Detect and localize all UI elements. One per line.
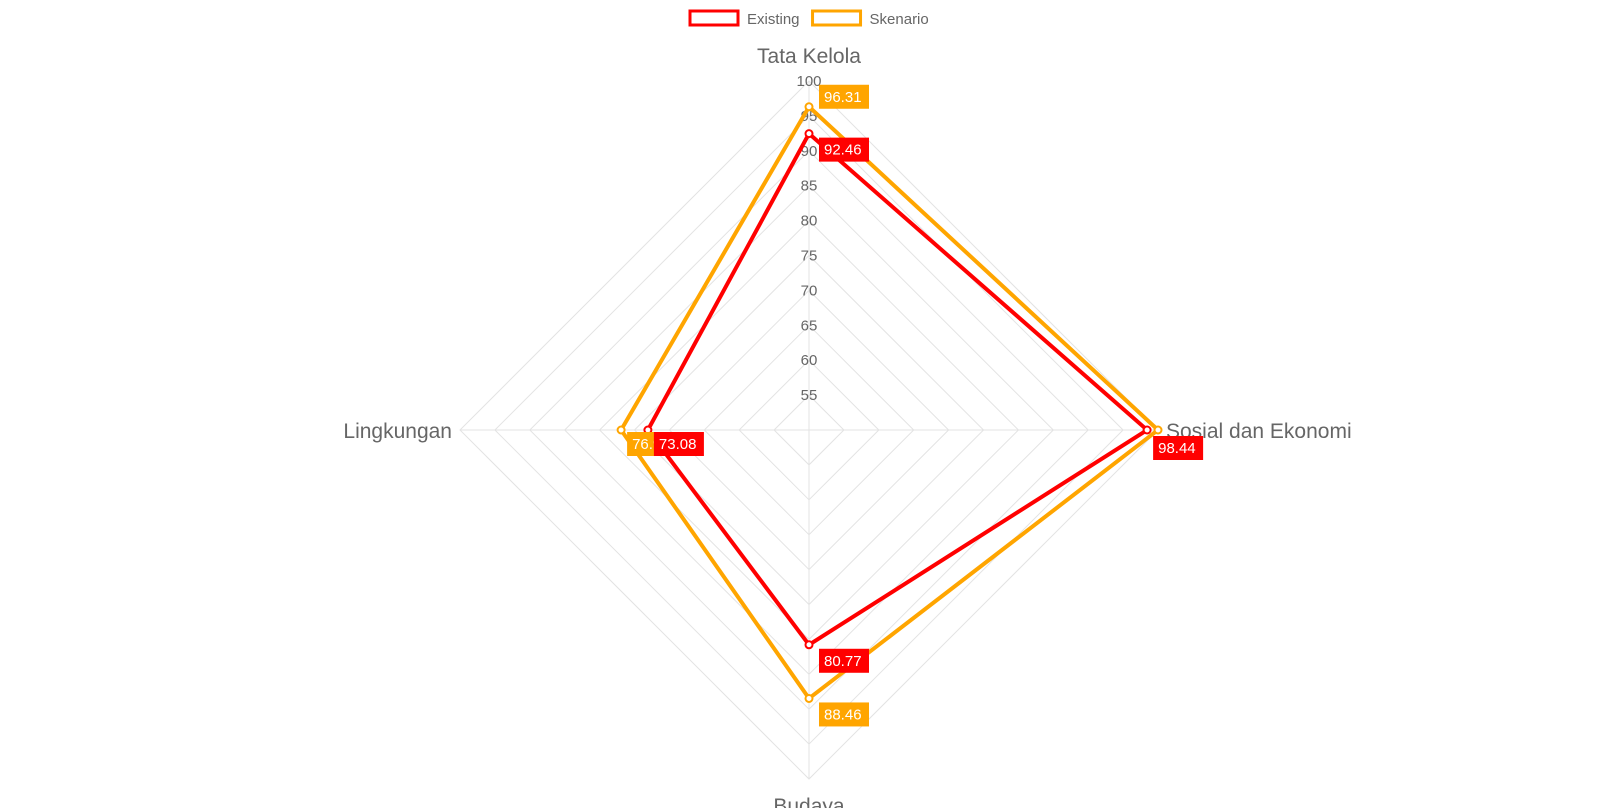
data-label: 96.31 — [819, 84, 869, 109]
legend-item-skenario[interactable]: Skenario — [811, 9, 929, 28]
data-label: 88.46 — [819, 702, 869, 727]
legend-swatch — [811, 9, 863, 27]
data-point[interactable] — [804, 102, 814, 112]
tick-label: 75 — [801, 248, 818, 265]
tick-label: 70 — [801, 282, 818, 299]
data-label-text: 73.08 — [659, 436, 697, 453]
axis-label: Budaya — [773, 795, 845, 808]
axis-label: Tata Kelola — [757, 45, 861, 68]
data-label-box — [819, 702, 869, 727]
tick-label: 80 — [801, 213, 818, 230]
data-label-text: 80.77 — [824, 653, 862, 670]
data-point[interactable] — [804, 129, 814, 139]
data-label-box — [653, 432, 704, 456]
data-point[interactable] — [1153, 425, 1163, 435]
data-point[interactable] — [804, 693, 814, 703]
data-point[interactable] — [616, 425, 626, 435]
data-label: 73.08 — [653, 432, 704, 456]
tick-label: 55 — [801, 387, 818, 404]
data-label-text: 98.44 — [1158, 440, 1196, 457]
tick-label: 60 — [801, 352, 818, 369]
data-label: 98.44 — [1153, 436, 1204, 460]
series-line-existing — [645, 130, 1151, 648]
data-label-text: 92.46 — [824, 142, 862, 159]
tick-label: 100 — [796, 73, 821, 90]
data-point[interactable] — [1142, 425, 1152, 435]
data-label: 92.46 — [819, 137, 869, 162]
legend-item-existing[interactable]: Existing — [688, 9, 800, 28]
series-layer — [616, 102, 1163, 703]
data-label-box — [819, 648, 869, 673]
series-line-skenario — [618, 103, 1162, 702]
legend-swatch — [688, 9, 740, 27]
legend: Existing Skenario — [688, 9, 929, 28]
legend-label: Existing — [747, 11, 800, 28]
tick-label: 85 — [801, 178, 818, 195]
axis-label: Sosial dan Ekonomi — [1166, 420, 1352, 443]
data-label-box — [819, 84, 869, 109]
data-label-text: 96.31 — [824, 89, 862, 106]
data-label-box — [1153, 436, 1204, 460]
legend-label: Skenario — [870, 11, 929, 28]
data-label-text: 88.46 — [824, 706, 862, 723]
data-label: 80.77 — [819, 648, 869, 673]
tick-label: 65 — [801, 317, 818, 334]
tick-label: 90 — [801, 143, 818, 160]
grid-layer — [459, 80, 1159, 780]
data-point[interactable] — [804, 640, 814, 650]
data-label-box — [819, 137, 869, 162]
axis-label: Lingkungan — [343, 420, 452, 443]
